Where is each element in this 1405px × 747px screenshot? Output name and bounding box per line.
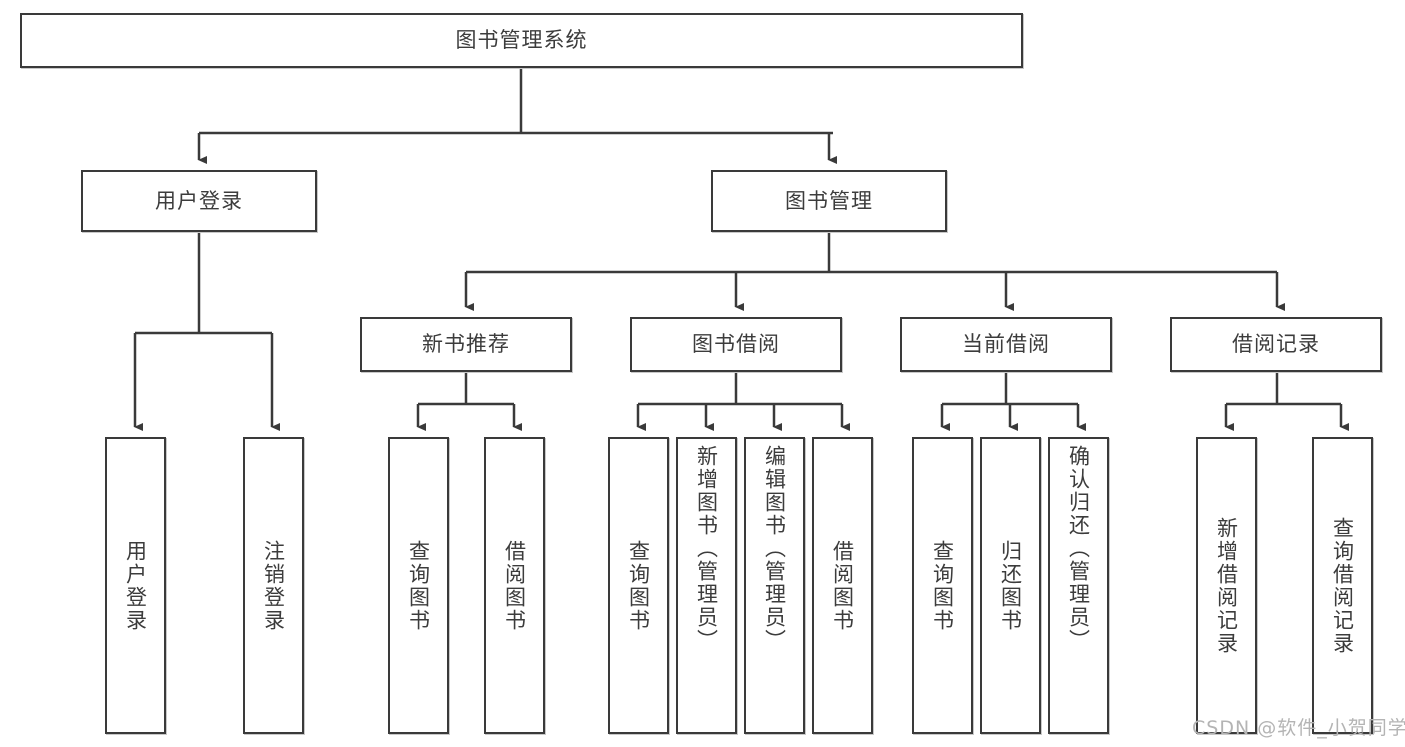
- leaf-user-logout[interactable]: 注销登录: [243, 437, 304, 734]
- leaf-return-book[interactable]: 归还图书: [980, 437, 1041, 734]
- node-book-management[interactable]: 图书管理: [711, 170, 947, 232]
- leaf-add-borrow-record-label: 新增借阅记录: [1214, 516, 1239, 655]
- node-new-book-recommend[interactable]: 新书推荐: [360, 317, 572, 372]
- node-current-borrow[interactable]: 当前借阅: [900, 317, 1112, 372]
- root-node[interactable]: 图书管理系统: [20, 13, 1023, 68]
- leaf-confirm-return-admin-label: 确认归还（管理员）: [1066, 445, 1091, 652]
- root-node-label: 图书管理系统: [455, 28, 588, 53]
- node-current-borrow-label: 当前借阅: [962, 332, 1050, 357]
- leaf-query-book-current-label: 查询图书: [930, 539, 955, 632]
- leaf-query-borrow-record-label: 查询借阅记录: [1330, 516, 1355, 655]
- leaf-user-logout-label: 注销登录: [261, 539, 286, 632]
- leaf-add-book-admin-label: 新增图书（管理员）: [694, 445, 719, 652]
- node-user-login-label: 用户登录: [155, 188, 243, 213]
- node-borrow-records[interactable]: 借阅记录: [1170, 317, 1382, 372]
- leaf-query-borrow-record[interactable]: 查询借阅记录: [1312, 437, 1373, 734]
- leaf-edit-book-admin[interactable]: 编辑图书（管理员）: [744, 437, 805, 734]
- leaf-edit-book-admin-label: 编辑图书（管理员）: [762, 445, 787, 652]
- node-book-borrow-label: 图书借阅: [692, 332, 780, 357]
- leaf-query-book-borrow[interactable]: 查询图书: [608, 437, 669, 734]
- leaf-add-book-admin[interactable]: 新增图书（管理员）: [676, 437, 737, 734]
- leaf-confirm-return-admin[interactable]: 确认归还（管理员）: [1048, 437, 1109, 734]
- leaf-borrow-book[interactable]: 借阅图书: [812, 437, 873, 734]
- node-book-management-label: 图书管理: [785, 188, 873, 213]
- leaf-query-book-recommend-label: 查询图书: [406, 539, 431, 632]
- leaf-borrow-book-label: 借阅图书: [830, 539, 855, 632]
- leaf-user-login[interactable]: 用户登录: [105, 437, 166, 734]
- leaf-borrow-book-recommend[interactable]: 借阅图书: [484, 437, 545, 734]
- node-borrow-records-label: 借阅记录: [1232, 332, 1320, 357]
- node-book-borrow[interactable]: 图书借阅: [630, 317, 842, 372]
- leaf-query-book-current[interactable]: 查询图书: [912, 437, 973, 734]
- node-user-login[interactable]: 用户登录: [81, 170, 317, 232]
- leaf-query-book-borrow-label: 查询图书: [626, 539, 651, 632]
- leaf-return-book-label: 归还图书: [998, 539, 1023, 632]
- watermark: CSDN @软件_小贺同学: [1192, 717, 1405, 739]
- leaf-borrow-book-recommend-label: 借阅图书: [502, 539, 527, 632]
- node-new-book-recommend-label: 新书推荐: [422, 332, 510, 357]
- leaf-query-book-recommend[interactable]: 查询图书: [388, 437, 449, 734]
- leaf-user-login-label: 用户登录: [123, 539, 148, 632]
- leaf-add-borrow-record[interactable]: 新增借阅记录: [1196, 437, 1257, 734]
